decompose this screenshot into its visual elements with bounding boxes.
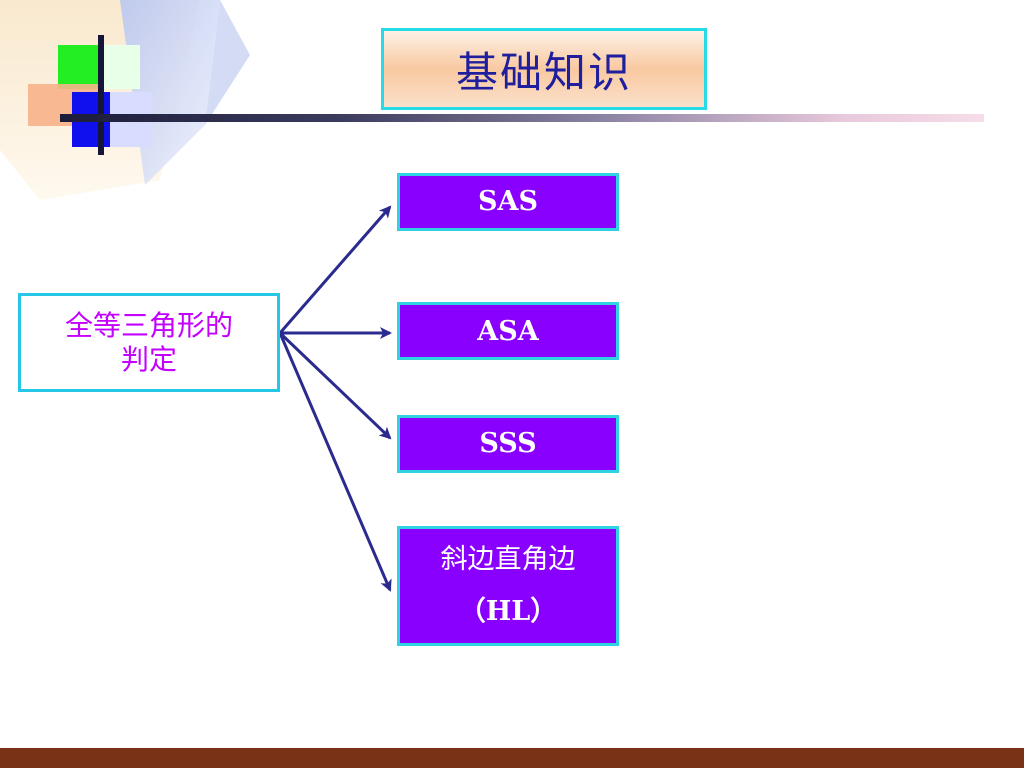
arrow-to-sas [278,205,392,334]
page-title: 基础知识 [455,47,632,97]
arrow-to-sss [278,331,392,440]
branch-label-hl-line2: （HL） [458,596,558,627]
root-node-line1: 全等三角形的 [64,308,233,342]
footer-bar [0,748,1024,768]
prism-side [205,0,250,125]
branch-label-asa: ASA [477,315,539,347]
branch-label-hl-line1: 斜边直角边 [440,544,576,575]
header-rule [60,114,984,122]
green-square-light [102,45,140,89]
branch-label-sas: SAS [478,186,538,217]
root-node-text: 全等三角形的 判定 [65,309,233,377]
branch-node-sas: SAS [397,173,619,231]
title-box: 基础知识 [381,28,707,110]
branch-node-asa: ASA [397,302,619,360]
arrow-to-hl [278,332,392,592]
vertical-bar [98,35,104,155]
branch-label-sss: SSS [479,428,537,459]
root-node-line2: 判定 [120,342,177,376]
branch-node-sss: SSS [397,415,619,473]
branch-node-hl: 斜边直角边 （HL） [397,526,619,646]
root-node: 全等三角形的 判定 [18,293,280,392]
